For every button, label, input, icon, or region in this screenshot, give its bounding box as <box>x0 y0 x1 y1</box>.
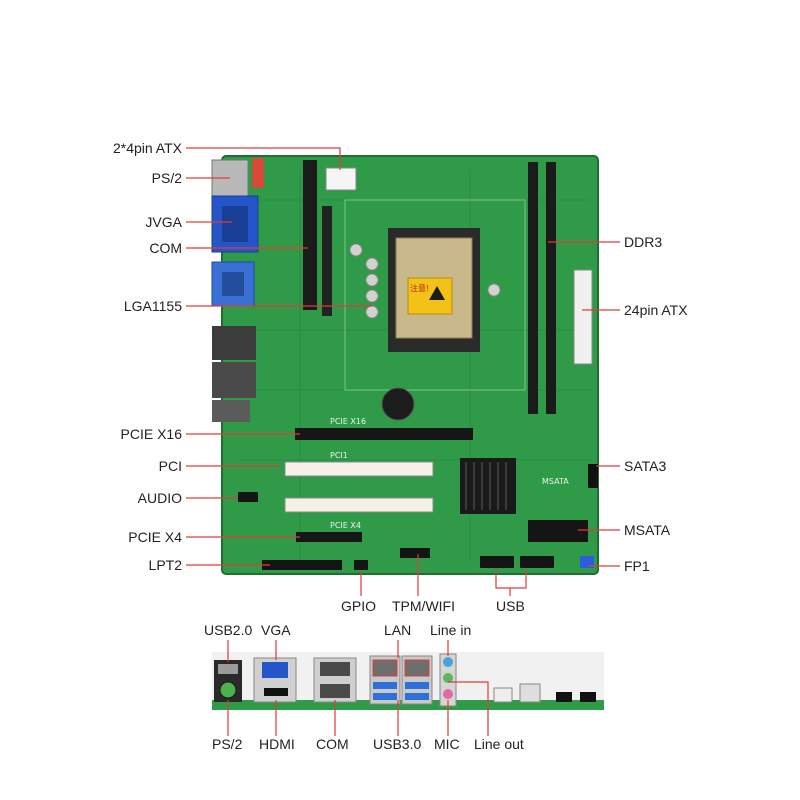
atx-2x4-header <box>325 167 357 191</box>
label-pcie-x4: PCIE X4 <box>128 529 182 545</box>
label-ps2: PS/2 <box>151 170 182 186</box>
cpu-warning-text: 注意! <box>410 283 429 293</box>
label-msata: MSATA <box>624 522 671 538</box>
cmos-battery <box>381 387 415 421</box>
label-io-mic: MIC <box>434 736 460 752</box>
label-io-ps2: PS/2 <box>212 736 243 752</box>
label-audio: AUDIO <box>137 490 182 506</box>
io-annotation-lines <box>227 640 489 736</box>
usb-header-2 <box>520 556 554 568</box>
usb-stack-2 <box>212 362 256 398</box>
label-sata3: SATA3 <box>624 458 667 474</box>
label-usb: USB <box>496 598 525 614</box>
label-io-usb30: USB3.0 <box>373 736 422 752</box>
atx-24pin-connector <box>573 269 593 365</box>
label-fp1: FP1 <box>624 558 650 574</box>
pcie-x16-slot <box>295 428 473 440</box>
pci-slot-2 <box>284 497 434 513</box>
fp1-header <box>580 556 594 568</box>
label-ddr3: DDR3 <box>624 234 663 250</box>
usb-stack-1 <box>212 326 256 360</box>
annotation-lines <box>186 147 620 596</box>
cpu-warning-sticker <box>407 277 453 315</box>
tpm-header <box>400 548 430 558</box>
atx-4pin-red <box>252 158 264 188</box>
label-jvga: JVGA <box>145 214 182 230</box>
label-pcie-x16: PCIE X16 <box>120 426 182 442</box>
label-io-line-out: Line out <box>474 736 524 752</box>
label-io-com: COM <box>316 736 349 752</box>
pcie-x16-silk: PCIE X16 <box>330 417 366 426</box>
label-tpm-wifi: TPM/WIFI <box>392 598 455 614</box>
sata3-connector <box>588 464 598 488</box>
label-io-line-in: Line in <box>430 622 472 638</box>
label-atx-2x4pin: 2*4pin ATX <box>112 140 182 156</box>
pcie-x4-slot <box>296 532 362 542</box>
label-io-vga: VGA <box>261 622 291 638</box>
pcie-x4-silk: PCIE X4 <box>330 521 361 530</box>
audio-jack-board <box>212 400 250 422</box>
ddr3-slot-2 <box>546 162 556 414</box>
pci1-silk: PCI1 <box>330 451 348 460</box>
gpio-header <box>354 560 368 570</box>
msata-silk: MSATA <box>542 477 569 486</box>
ddr3-slot-1 <box>528 162 538 414</box>
lpt2-header <box>262 560 342 570</box>
label-io-usb20: USB2.0 <box>204 622 253 638</box>
label-gpio: GPIO <box>341 598 377 614</box>
chipset-heatsink <box>460 458 516 514</box>
io-pcb-edge <box>212 700 604 710</box>
pci-slot-1 <box>284 461 434 477</box>
usb-header-1 <box>480 556 514 568</box>
audio-header <box>238 492 258 502</box>
label-io-lan: LAN <box>384 622 412 638</box>
label-lga1155: LGA1155 <box>123 298 182 314</box>
label-atx-24pin: 24pin ATX <box>624 302 688 318</box>
label-pci: PCI <box>158 458 182 474</box>
label-io-hdmi: HDMI <box>259 736 295 752</box>
label-lpt2: LPT2 <box>148 557 182 573</box>
msata-slot <box>528 520 588 542</box>
label-com: COM <box>149 240 182 256</box>
